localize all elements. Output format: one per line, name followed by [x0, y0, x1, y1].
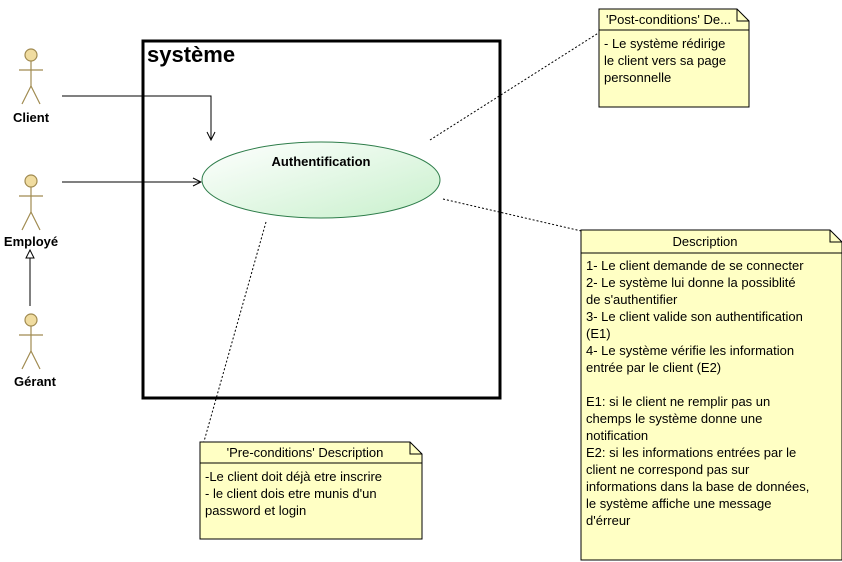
use-case-authentification[interactable] — [201, 141, 441, 219]
use-case-label: Authentification — [271, 154, 371, 169]
note-pre-conditions-title: 'Pre-conditions' Description — [226, 445, 384, 460]
note-description[interactable]: Description — [582, 232, 828, 252]
note-post-conditions-body: - Le système rédirige le client vers sa … — [604, 36, 727, 85]
association-client[interactable] — [62, 95, 211, 140]
actor-gerant-label: Gérant — [14, 374, 56, 389]
note-post-conditions-shape — [598, 8, 750, 108]
anchor-post-conditions[interactable] — [429, 31, 601, 141]
note-description-shape — [580, 229, 842, 561]
note-post-conditions-body-box: - Le système rédirige le client vers sa … — [604, 35, 746, 105]
actor-employe-icon[interactable] — [19, 174, 43, 231]
note-description-body: 1- Le client demande de se connecter 2- … — [586, 258, 810, 528]
system-title: système — [147, 42, 236, 67]
note-pre-conditions-body: -Le client doit déjà etre inscrire - le … — [205, 469, 383, 518]
note-description-body-box: 1- Le client demande de se connecter 2- … — [586, 257, 840, 557]
note-post-conditions-title: 'Post-conditions' De... — [606, 12, 731, 27]
note-pre-conditions-body-box: -Le client doit déjà etre inscrire - le … — [205, 468, 419, 536]
actor-gerant-icon[interactable] — [19, 313, 43, 370]
note-description-title: Description — [672, 234, 738, 249]
note-pre-conditions-shape — [199, 441, 423, 540]
actor-client-icon[interactable] — [19, 48, 43, 105]
actor-employe-label: Employé — [3, 234, 59, 249]
anchor-pre-conditions[interactable] — [202, 221, 267, 446]
note-post-conditions[interactable]: 'Post-conditions' De... — [600, 10, 737, 30]
anchor-description[interactable] — [442, 198, 591, 234]
note-pre-conditions[interactable]: 'Pre-conditions' Description — [201, 443, 409, 463]
system-boundary[interactable] — [141, 39, 502, 400]
actor-client-label: Client — [12, 110, 50, 125]
generalization-arrowhead — [25, 248, 35, 259]
